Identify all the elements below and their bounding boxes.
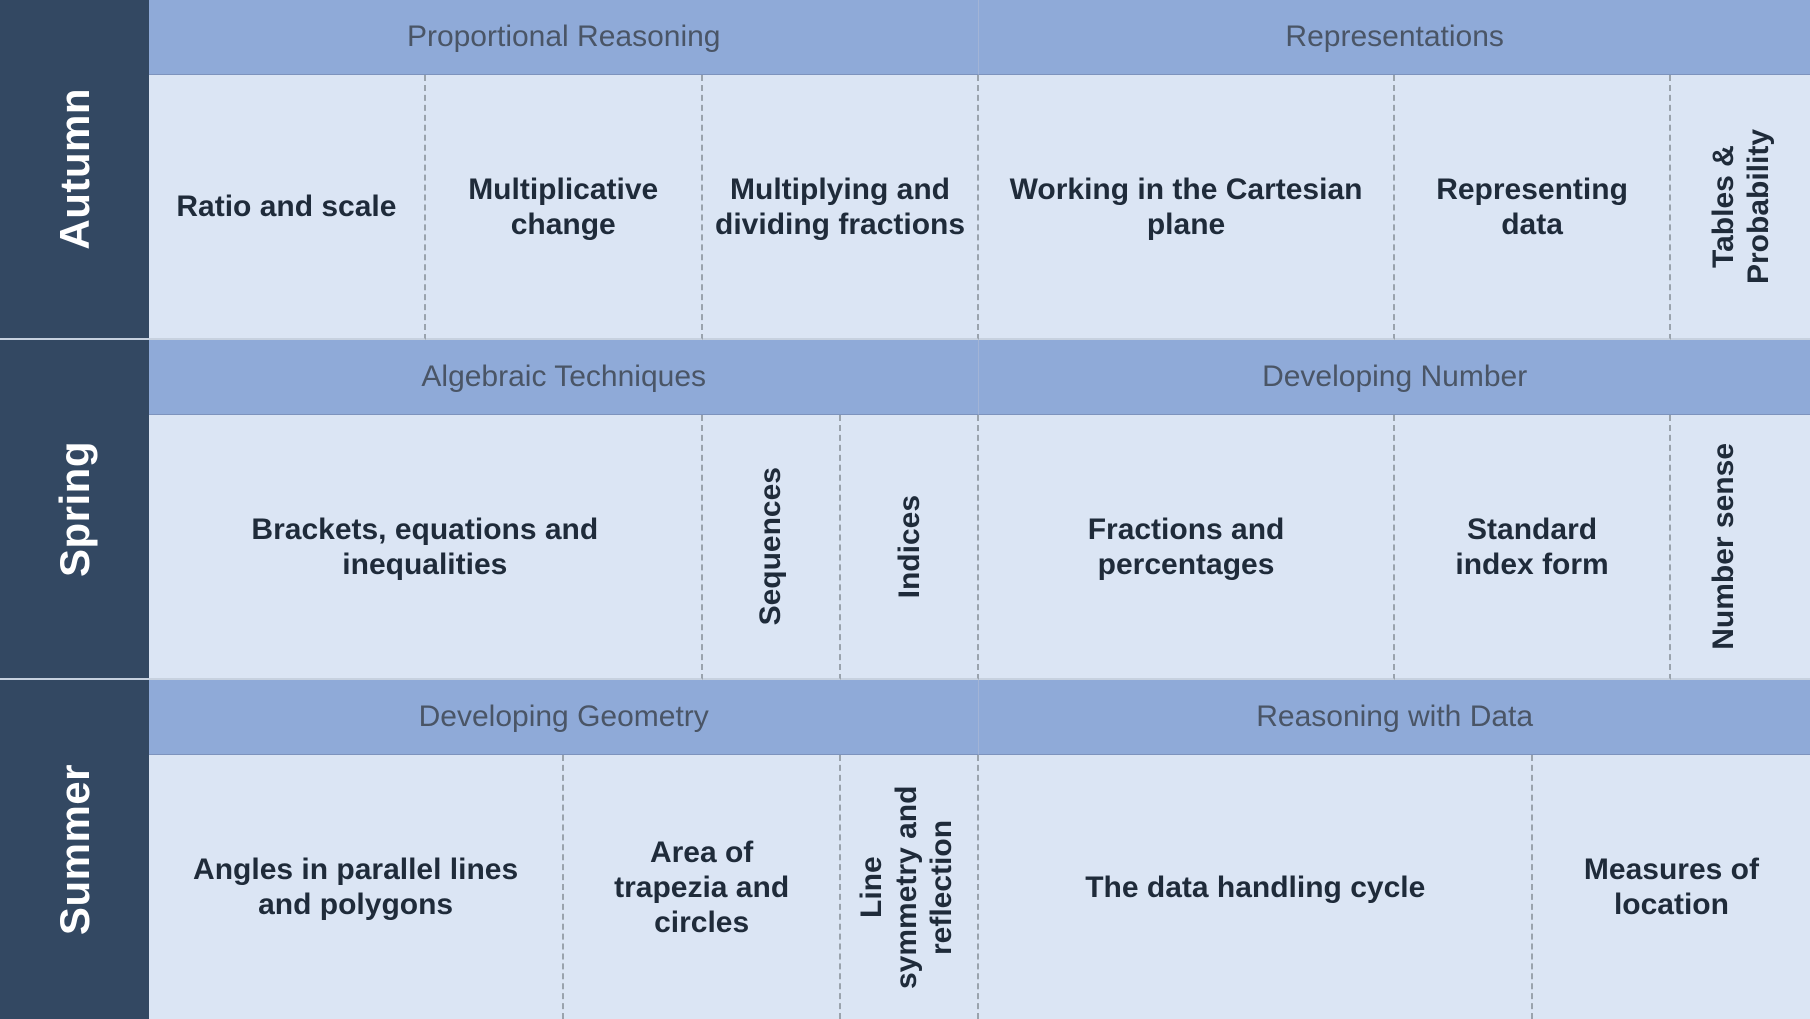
unit-measures-of-location[interactable]: Measures of location	[1533, 755, 1810, 1019]
season-text: Spring	[50, 441, 98, 577]
unit-label: Number sense	[1706, 443, 1740, 650]
unit-label: Area of trapezia and circles	[614, 835, 790, 939]
unit-label: Measures of location	[1583, 853, 1759, 921]
topic-header-developing-number: Developing Number	[979, 340, 1810, 415]
unit-indices[interactable]: Indices	[841, 415, 980, 680]
unit-label: Indices	[892, 494, 926, 599]
unit-multiplying-dividing-fractions[interactable]: Multiplying and dividing fractions	[702, 75, 980, 340]
unit-fractions-and-percentages[interactable]: Fractions and percentages	[979, 415, 1395, 680]
unit-label: The data handling cycle	[1085, 870, 1426, 904]
season-text: Summer	[50, 763, 98, 936]
unit-working-in-cartesian-plane[interactable]: Working in the Cartesian plane	[979, 75, 1395, 340]
season-label-spring: Spring	[0, 340, 149, 680]
unit-ratio-and-scale[interactable]: Ratio and scale	[149, 75, 426, 340]
unit-label: Multiplicative change	[468, 172, 659, 241]
unit-label: Standard index form	[1455, 512, 1609, 581]
unit-standard-index-form[interactable]: Standard index form	[1394, 415, 1672, 680]
unit-multiplicative-change[interactable]: Multiplicative change	[425, 75, 703, 340]
unit-label: Brackets, equations and inequalities	[251, 512, 599, 581]
unit-label: Ratio and scale	[176, 190, 397, 223]
unit-label: Line symmetry and reflection	[855, 785, 959, 989]
topic-header-developing-geometry: Developing Geometry	[149, 680, 980, 755]
unit-label: Angles in parallel lines and polygons	[193, 853, 519, 921]
unit-line-symmetry-reflection[interactable]: Line symmetry and reflection	[841, 755, 980, 1019]
season-label-summer: Summer	[0, 680, 149, 1019]
unit-label: Sequences	[754, 467, 788, 626]
unit-label: Fractions and percentages	[1087, 512, 1285, 581]
unit-angles-parallel-lines-polygons[interactable]: Angles in parallel lines and polygons	[149, 755, 565, 1019]
topic-header-reasoning-with-data: Reasoning with Data	[979, 680, 1810, 755]
unit-label: Multiplying and dividing fractions	[715, 172, 966, 241]
unit-label: Working in the Cartesian plane	[1009, 172, 1363, 241]
unit-brackets-equations-inequalities[interactable]: Brackets, equations and inequalities	[149, 415, 703, 680]
unit-data-handling-cycle[interactable]: The data handling cycle	[979, 755, 1534, 1019]
unit-representing-data[interactable]: Representing data	[1394, 75, 1672, 340]
unit-tables-and-probability[interactable]: Tables & Probability	[1671, 75, 1810, 340]
unit-label: Tables & Probability	[1706, 128, 1775, 285]
unit-label: Representing data	[1436, 172, 1628, 241]
unit-number-sense[interactable]: Number sense	[1671, 415, 1810, 680]
season-label-autumn: Autumn	[0, 0, 149, 340]
unit-area-trapezia-circles[interactable]: Area of trapezia and circles	[564, 755, 842, 1019]
season-text: Autumn	[50, 88, 98, 250]
topic-header-proportional-reasoning: Proportional Reasoning	[149, 0, 980, 75]
topic-header-algebraic-techniques: Algebraic Techniques	[149, 340, 980, 415]
unit-sequences[interactable]: Sequences	[702, 415, 842, 680]
topic-header-representations: Representations	[979, 0, 1810, 75]
